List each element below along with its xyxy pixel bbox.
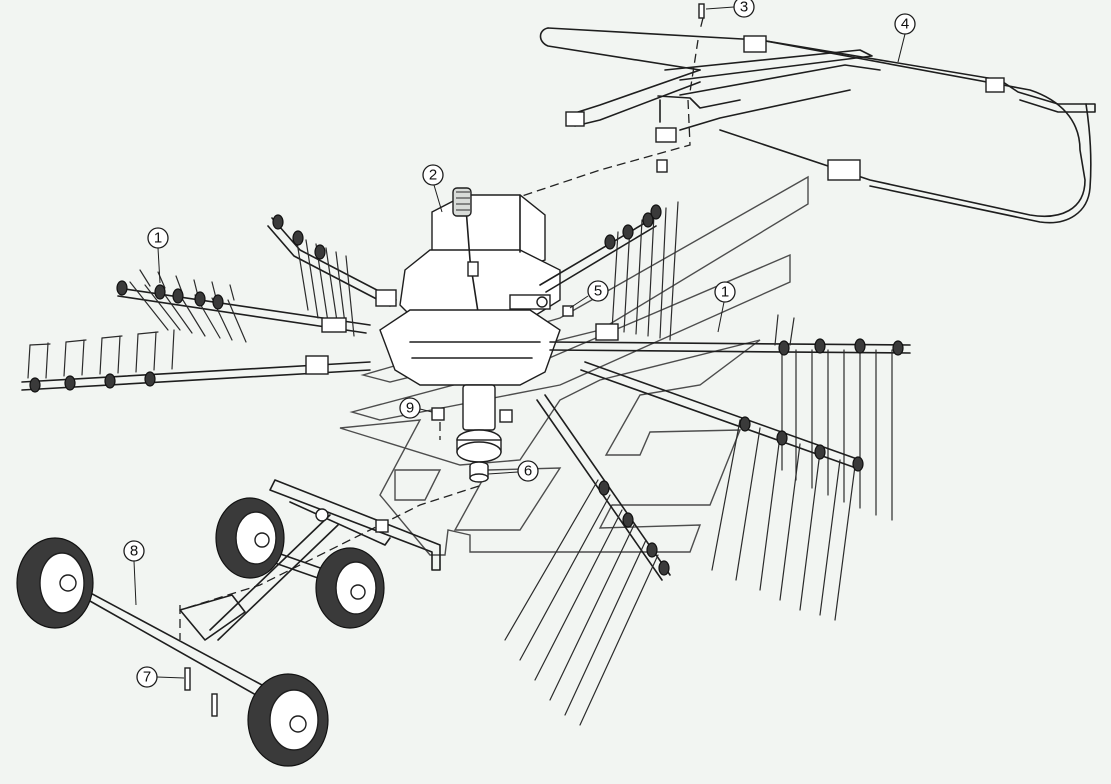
svg-text:4: 4 [901, 16, 909, 33]
callout-9: 9 [399, 397, 433, 419]
rake-arm-left-lower [21, 329, 371, 393]
rake-arm-right-upper [539, 201, 679, 341]
svg-text:6: 6 [524, 463, 532, 480]
svg-text:2: 2 [429, 167, 437, 184]
callout-2: 2 [422, 164, 444, 213]
callout-4: 4 [894, 13, 916, 63]
rake-arm-left-upper [116, 214, 397, 343]
callout-3: 3 [705, 0, 755, 18]
svg-text:1: 1 [721, 284, 729, 301]
wheel-axle-part-8 [16, 497, 385, 767]
chassis-frame [179, 479, 441, 641]
upper-frame-part-4 [539, 27, 1096, 224]
callout-1-right: 1 [714, 281, 736, 333]
svg-text:5: 5 [594, 283, 602, 300]
callout-5: 5 [569, 280, 609, 309]
callout-6: 6 [487, 460, 539, 482]
callout-1-left: 1 [147, 227, 169, 284]
rake-arm-bottom [504, 394, 671, 726]
pin-part-3 [698, 3, 705, 19]
svg-text:1: 1 [154, 230, 162, 247]
rake-arm-right [549, 314, 911, 521]
callouts: 1 2 3 4 5 1 9 [123, 0, 916, 688]
gearbox-part-2 [379, 187, 561, 386]
rake-arm-lower-right [580, 361, 864, 621]
callout-8: 8 [123, 540, 145, 606]
svg-text:7: 7 [143, 669, 151, 686]
svg-text:8: 8 [130, 543, 138, 560]
callout-7: 7 [136, 666, 185, 688]
spindle-assembly [179, 305, 574, 611]
svg-text:3: 3 [740, 0, 748, 16]
pins-part-7 [184, 667, 218, 717]
svg-text:9: 9 [406, 400, 414, 417]
